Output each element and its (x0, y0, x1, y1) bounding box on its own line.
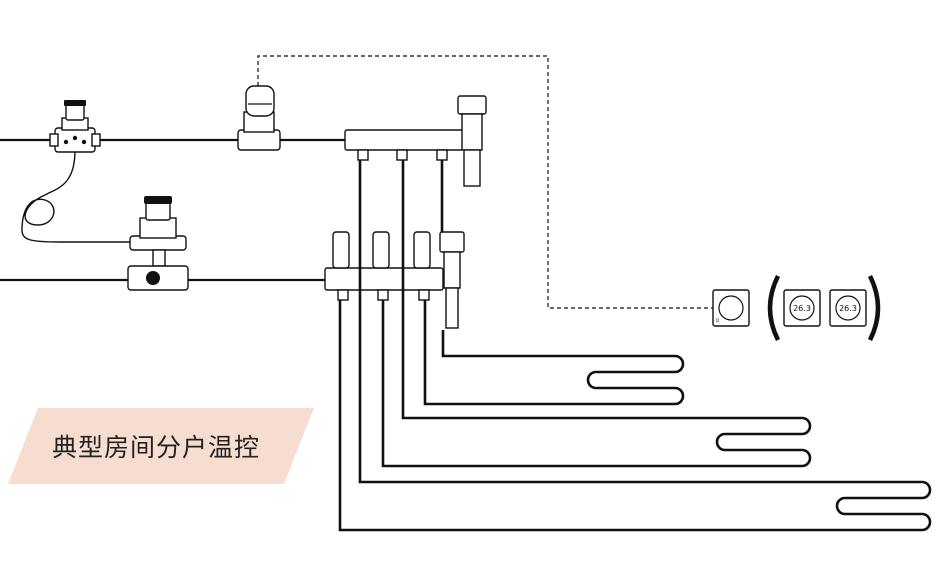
balancing-valve (49, 100, 101, 153)
svg-text:D: D (716, 318, 719, 323)
return-manifold (324, 231, 465, 329)
heating-loops (338, 160, 932, 532)
supply-manifold (344, 95, 487, 187)
room-thermostat: D (712, 289, 750, 327)
thermostat-display-2: 26.3 (839, 304, 857, 313)
caption-banner (8, 408, 314, 484)
digital-thermostat-2: 26.3 (829, 289, 867, 327)
zone-valve (237, 85, 281, 151)
capillary-tube (21, 149, 130, 243)
right-parenthesis (867, 274, 881, 342)
thermostat-display-1: 26.3 (793, 304, 811, 313)
caption-text: 典型房间分户温控 (52, 433, 261, 462)
control-wire (257, 55, 713, 309)
pressure-controller (127, 196, 189, 291)
digital-thermostat-1: 26.3 (783, 289, 821, 327)
left-parenthesis (767, 274, 781, 342)
